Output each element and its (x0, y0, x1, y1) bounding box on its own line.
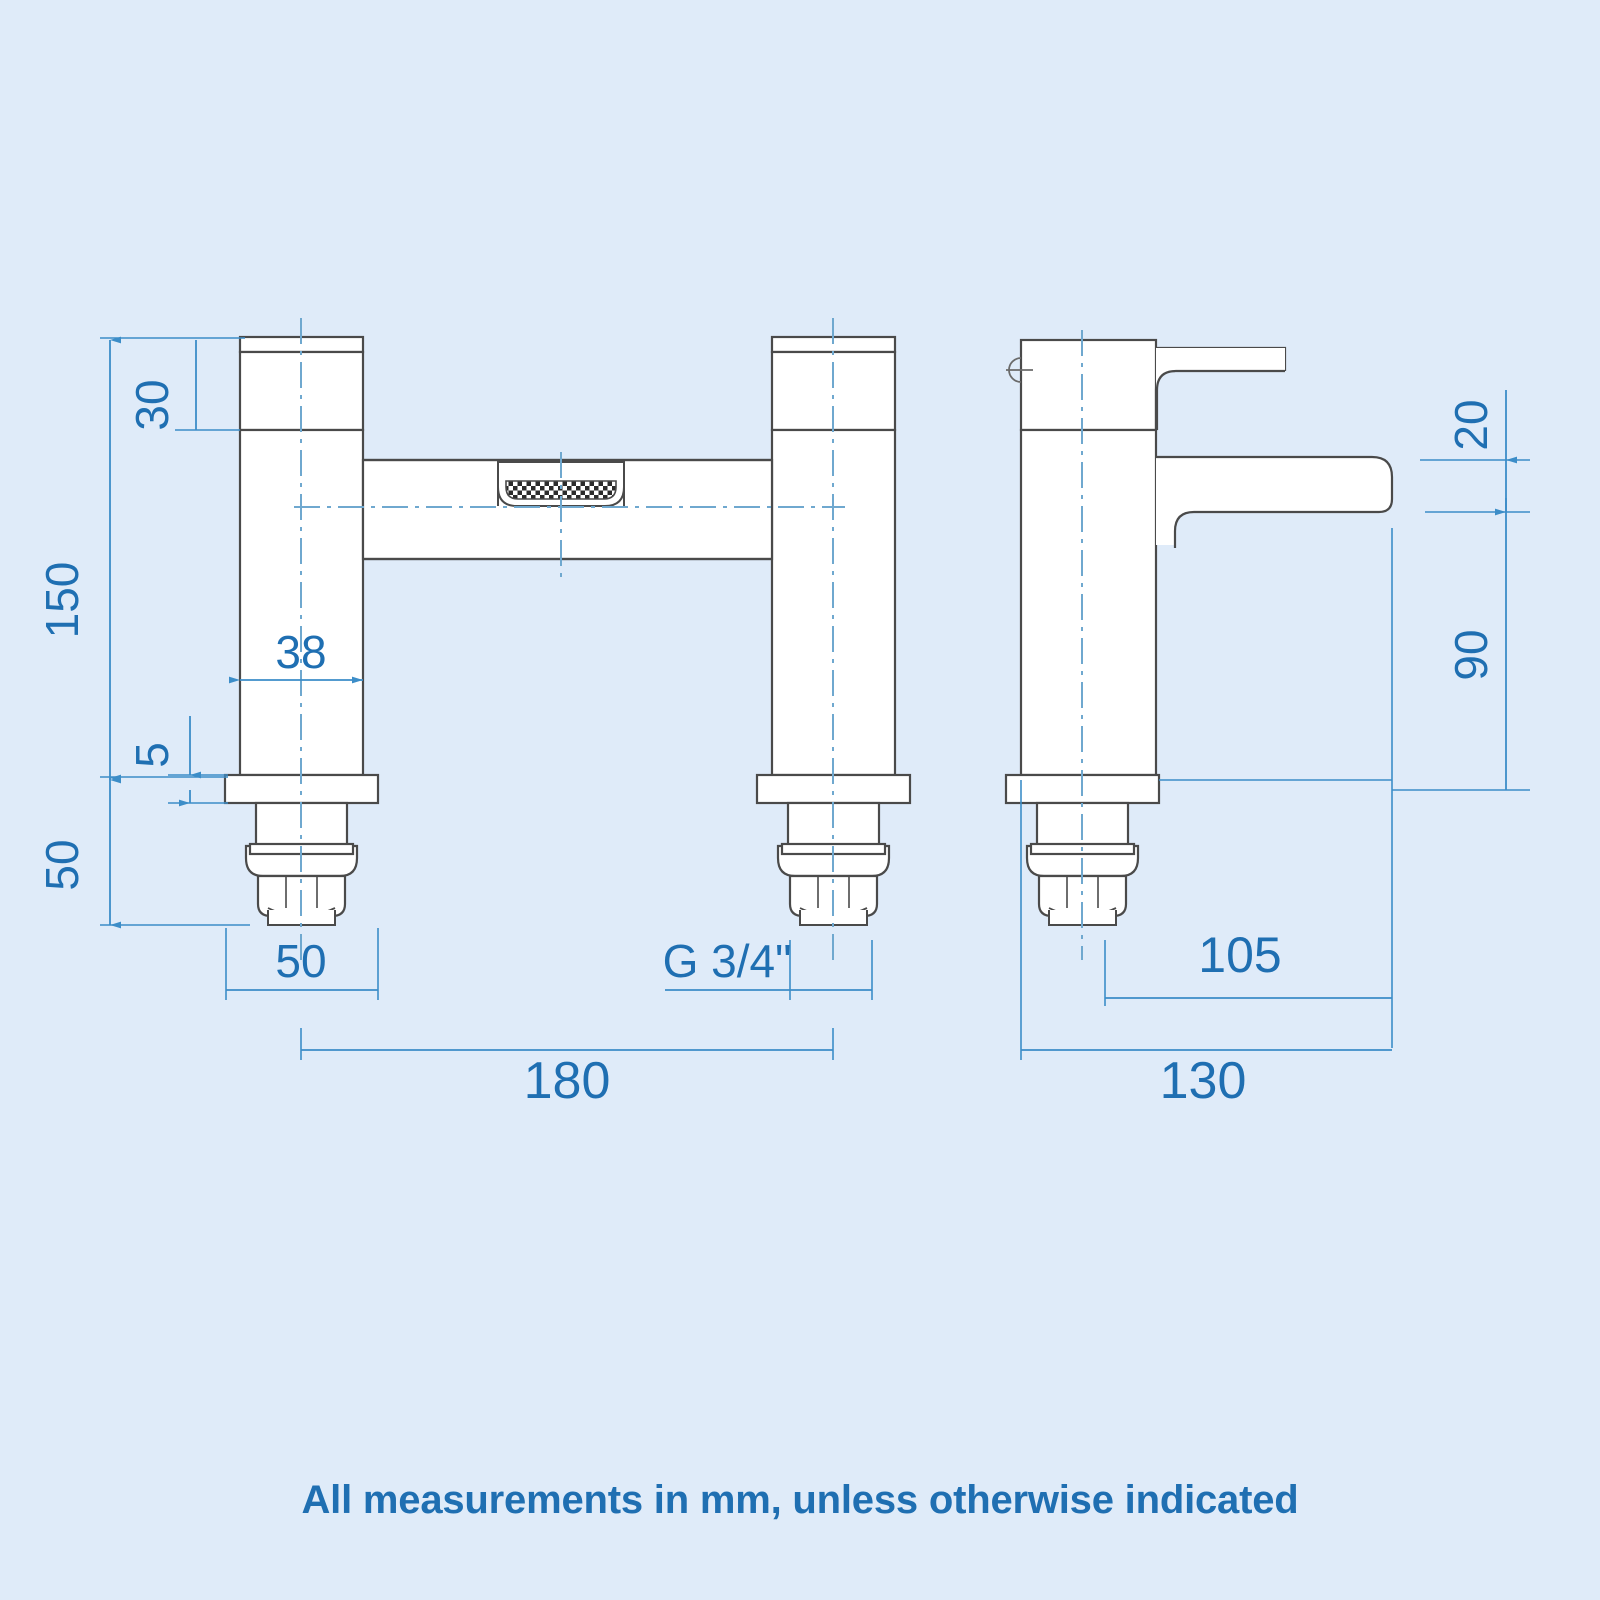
handle-index-mark (1006, 357, 1033, 383)
dim-label-5: 5 (126, 742, 178, 768)
dim-label-20: 20 (1445, 399, 1497, 450)
side-handle-block (1019, 338, 1158, 432)
dim-label-thread-size: G 3/4" (663, 935, 792, 987)
dimension-labels: 150 30 5 50 38 50 G 3/4" 180 20 90 105 1… (36, 379, 1497, 1110)
dim-label-50-horizontal: 50 (275, 935, 326, 987)
centrelines (300, 318, 1083, 960)
dim-label-105: 105 (1198, 927, 1281, 983)
dim-label-38: 38 (275, 626, 326, 678)
dim-label-30: 30 (126, 379, 178, 430)
measurement-units-note: All measurements in mm, unless otherwise… (301, 1478, 1299, 1522)
front-view-dimensions (100, 336, 873, 1060)
side-body (1019, 428, 1158, 777)
aerator-detail (497, 461, 625, 507)
dim-label-50-vertical: 50 (36, 839, 88, 890)
dim-label-90: 90 (1445, 629, 1497, 680)
side-view-dimensions (1020, 390, 1530, 1060)
dim-label-180: 180 (524, 1052, 611, 1110)
dim-label-150: 150 (36, 562, 88, 639)
dim-label-130: 130 (1160, 1052, 1247, 1110)
